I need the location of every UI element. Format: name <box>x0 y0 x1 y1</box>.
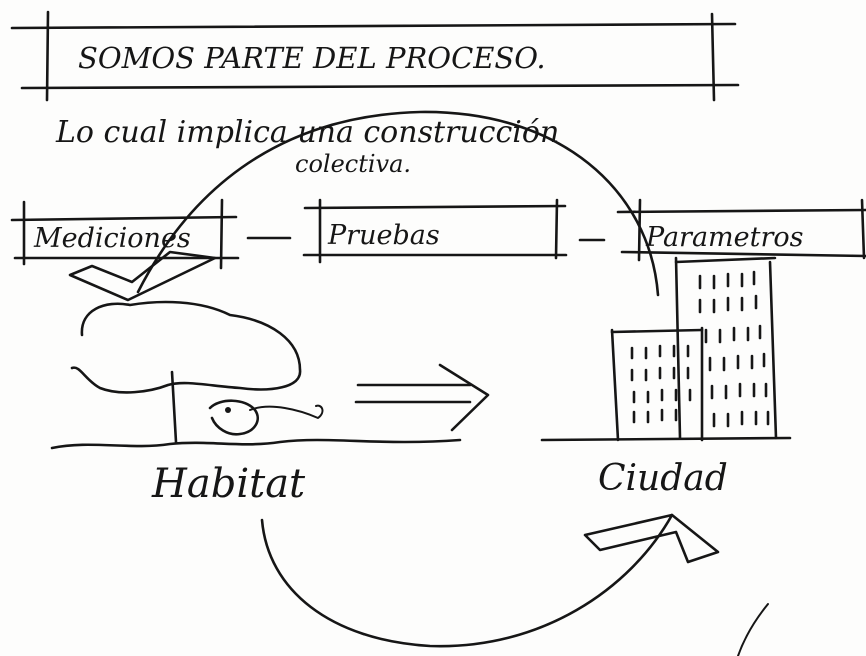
subtitle-line-2: colectiva. <box>295 150 411 178</box>
stage-boxes <box>10 198 866 270</box>
stray-stroke <box>737 603 769 656</box>
bottom-cycle-arc <box>260 513 674 648</box>
tree-canopy <box>70 300 302 394</box>
stage-label-1: Mediciones <box>33 223 191 254</box>
ciudad-arrowhead <box>583 513 720 564</box>
main-title: SOMOS PARTE DEL PROCESO. <box>78 41 546 75</box>
title-frame <box>10 10 740 102</box>
tree-trunk <box>170 370 178 444</box>
top-cycle-arc <box>136 110 660 297</box>
creature-sketch <box>208 399 260 436</box>
stage-label-2: Pruebas <box>327 220 440 251</box>
building-windows <box>630 270 770 428</box>
mediciones-arrowhead <box>68 250 217 302</box>
habitat-label: Habitat <box>151 461 306 507</box>
process-arrow <box>354 363 490 432</box>
stage-label-3: Parametros <box>645 222 804 253</box>
city-buildings <box>540 256 792 442</box>
ciudad-label: Ciudad <box>598 458 728 499</box>
habitat-ground <box>50 438 462 450</box>
